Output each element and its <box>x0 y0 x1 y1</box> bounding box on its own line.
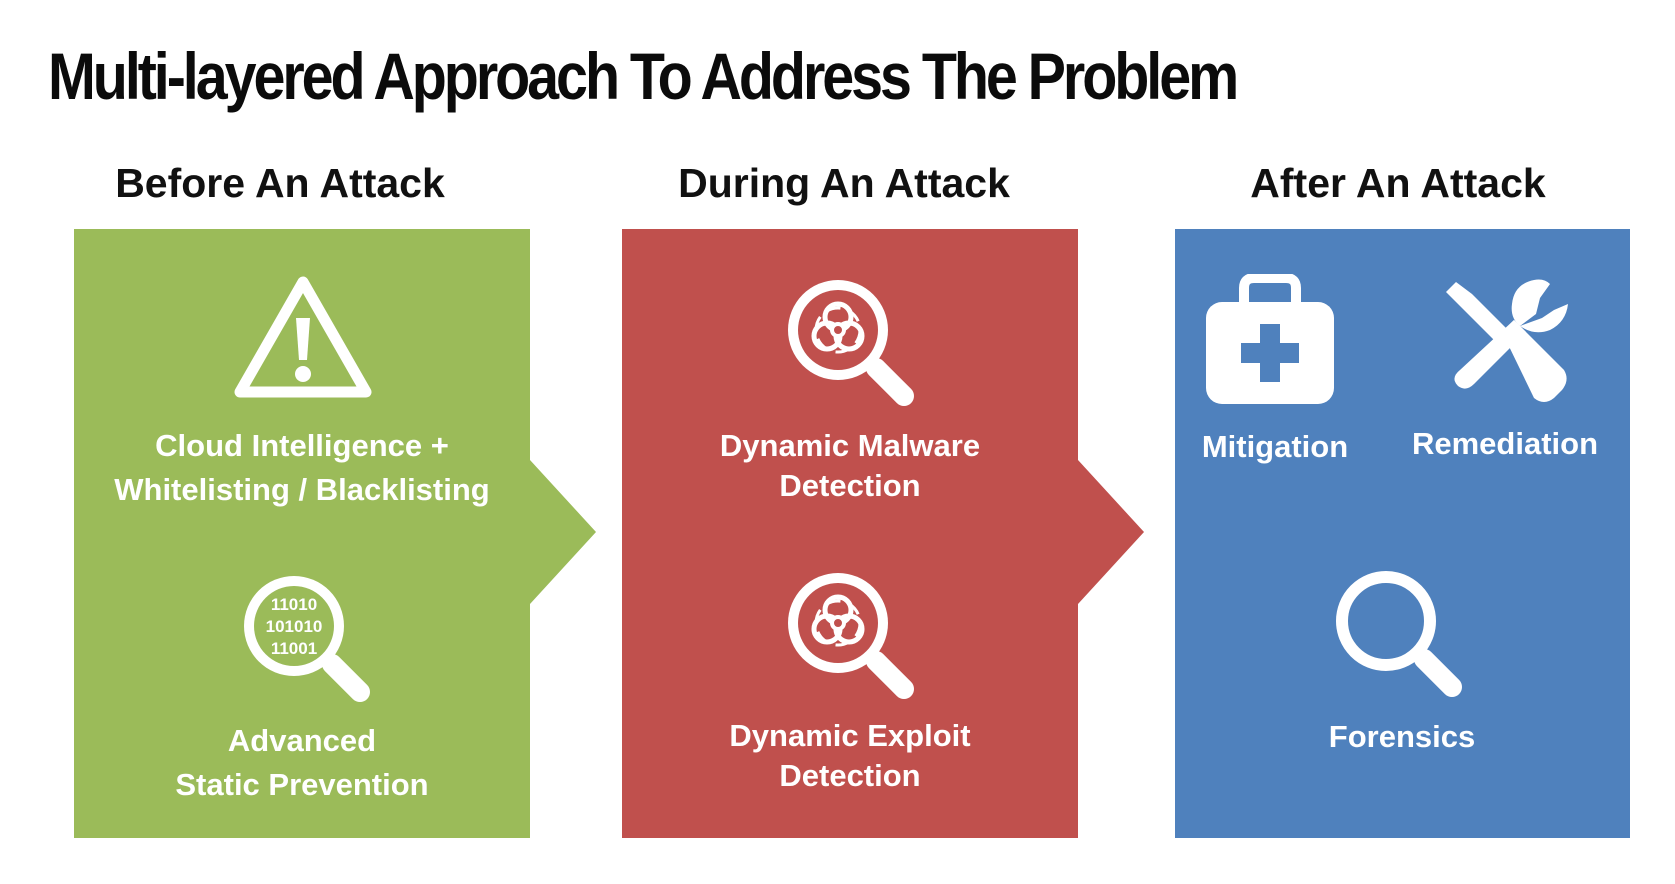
label-line: Cloud Intelligence + <box>155 428 449 463</box>
binary-line: 11001 <box>271 639 317 658</box>
label-remediation: Remediation <box>1411 426 1599 461</box>
biohazard-magnifier-icon <box>788 280 914 406</box>
panel-before-attack <box>74 229 596 838</box>
heading-during-attack: During An Attack <box>678 160 1010 206</box>
label-mitigation: Mitigation <box>1201 429 1349 464</box>
heading-after-attack: After An Attack <box>1250 160 1546 206</box>
label-line: Whitelisting / Blacklisting <box>114 472 490 507</box>
heading-before-attack: Before An Attack <box>115 160 445 206</box>
first-aid-kit-icon <box>1206 274 1334 404</box>
label-line: Detection <box>779 468 921 503</box>
label-dynamic-malware-detection: Dynamic Malware Detection <box>622 426 1078 506</box>
biohazard-magnifier-icon <box>788 573 914 699</box>
binary-line: 101010 <box>266 617 323 636</box>
label-dynamic-exploit-detection: Dynamic Exploit Detection <box>622 716 1078 796</box>
panel-during-attack <box>622 229 1144 838</box>
magnifier-icon <box>1336 571 1462 697</box>
label-line: Static Prevention <box>175 767 429 802</box>
label-line: Dynamic Exploit <box>729 718 971 753</box>
label-line: Detection <box>779 758 921 793</box>
page-title: Multi-layered Approach To Address The Pr… <box>48 39 1239 113</box>
label-line: Advanced <box>227 723 377 758</box>
warning-triangle-icon <box>234 276 372 398</box>
label-advanced-static-prevention: Advanced Static Prevention <box>74 719 530 807</box>
label-forensics: Forensics <box>1328 719 1476 754</box>
label-line: Dynamic Malware <box>719 428 981 463</box>
label-cloud-intelligence: Cloud Intelligence + Whitelisting / Blac… <box>74 424 530 512</box>
screwdriver-wrench-icon <box>1446 279 1568 402</box>
binary-magnifier-icon: 11010 101010 11001 <box>244 576 370 702</box>
binary-line: 11010 <box>271 595 317 614</box>
